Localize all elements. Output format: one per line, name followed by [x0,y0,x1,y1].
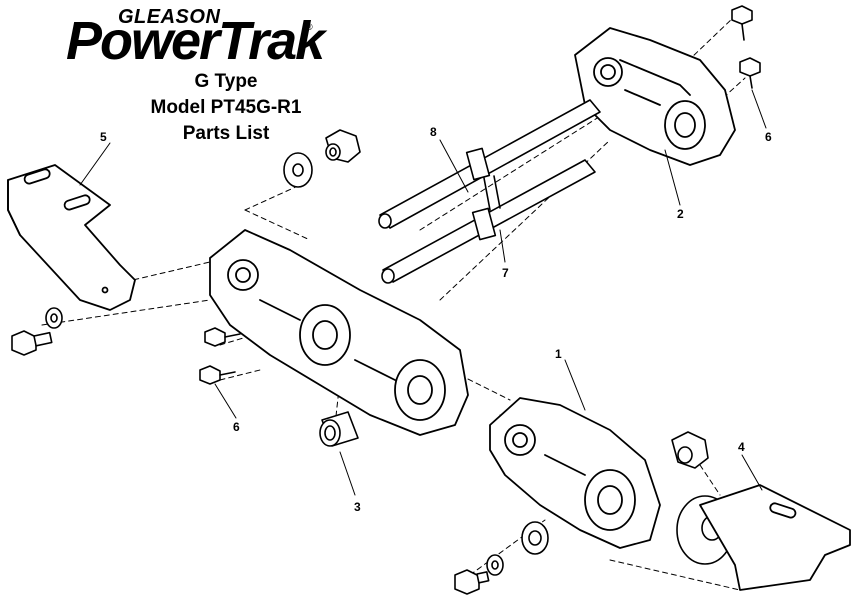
bolt-and-washers-bottom [454,521,549,595]
callout-7: 7 [502,266,509,280]
bracket-5 [7,164,136,311]
housing-middle [209,229,469,436]
callout-3: 3 [354,500,361,514]
registered-mark: ® [306,22,313,32]
bolt-5 [11,307,63,356]
brand-company: GLEASON [118,6,221,28]
bolt-6-top [731,5,761,89]
bushing-3 [319,411,359,447]
callout-8: 8 [430,125,437,139]
callout-6-top: 6 [765,130,772,144]
housing-1 [489,397,661,549]
bracket-4 [699,484,851,591]
title-parts-list: Parts List [182,123,270,144]
bolt-6-middle [199,327,241,385]
title-model: Model PT45G-R1 [150,97,302,118]
nut-and-washer-top [283,129,361,188]
callout-5: 5 [100,130,107,144]
rod-8 [378,99,601,284]
callout-1: 1 [555,347,562,361]
callout-4: 4 [738,440,745,454]
title-type: G Type [194,71,258,92]
housing-2 [574,27,736,166]
spacer-7 [465,147,501,241]
callout-leaders [79,89,767,496]
callout-2: 2 [677,207,684,221]
brand-product-logo: PowerTrak [66,11,325,71]
callout-6-middle: 6 [233,420,240,434]
